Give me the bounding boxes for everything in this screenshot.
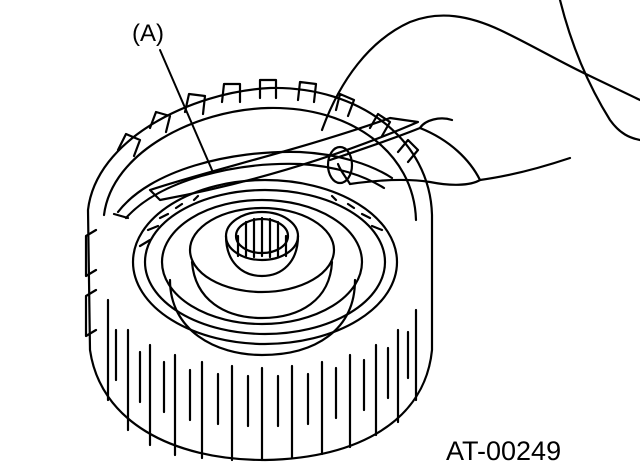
drum-outer-shell bbox=[86, 86, 434, 462]
center-hub bbox=[224, 210, 300, 278]
callout-label-a: (A) bbox=[132, 20, 164, 47]
piston-retainer bbox=[160, 198, 364, 357]
drum-teeth-top bbox=[116, 78, 420, 164]
callout-leader-line bbox=[159, 49, 213, 171]
removal-tool bbox=[148, 116, 420, 202]
technician-hand bbox=[320, 0, 640, 186]
clutch-plates bbox=[131, 178, 399, 346]
drum-teeth-side bbox=[84, 228, 418, 462]
figure-code-label: AT-00249 bbox=[446, 436, 562, 466]
